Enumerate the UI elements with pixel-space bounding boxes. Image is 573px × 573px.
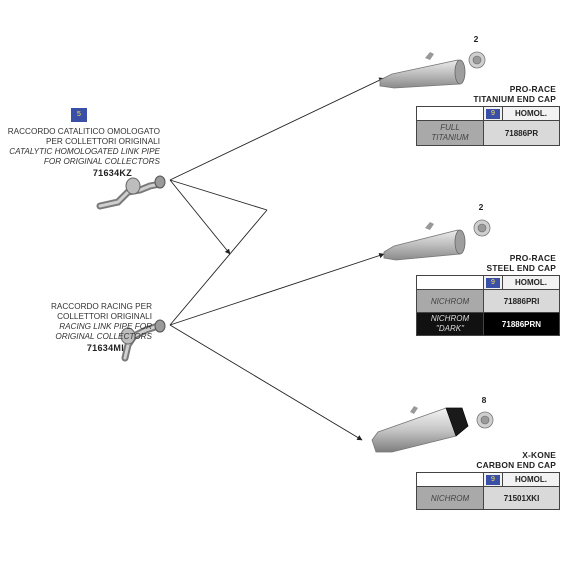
line-mi-to-junction xyxy=(169,209,268,326)
silencer-2-title: PRO-RACE STEEL END CAP xyxy=(380,253,556,273)
code-cell: 71501XKI xyxy=(483,486,560,510)
homologation-badge: 5 xyxy=(71,107,87,122)
silencer-3-title-2: CARBON END CAP xyxy=(476,460,556,470)
silencer-1-title-1: PRO-RACE xyxy=(509,84,556,94)
end-cap-x-kone-image xyxy=(476,411,494,429)
material-cell: NICHROM xyxy=(416,486,484,510)
material-cell: FULL TITANIUM xyxy=(416,120,484,146)
qty-x-kone: 8 xyxy=(481,395,487,405)
line-kz-to-junction-2 xyxy=(169,179,231,255)
mi-code: 71634MI xyxy=(86,343,124,353)
silencer-pro-race-titanium-image xyxy=(379,52,466,89)
link-pipe-kz-block: 5 RACCORDO CATALITICO OMOLOGATO PER COLL… xyxy=(0,106,160,178)
silencer-3-table: 9 HOMOL. NICHROM 71501XKI xyxy=(416,472,560,510)
homol-header: HOMOL. xyxy=(502,275,560,290)
mi-label-4: ORIGINAL COLLECTORS xyxy=(55,332,152,341)
silencer-2-table: 9 HOMOL. NICHROM 71886PRI NICHROM "DARK"… xyxy=(416,275,560,336)
code-cell: 71886PRI xyxy=(483,289,560,313)
kz-code: 71634KZ xyxy=(92,168,132,178)
homologation-badge: 9 xyxy=(486,108,500,119)
qty-steel: 2 xyxy=(478,202,484,212)
kz-label-4: FOR ORIGINAL COLLECTORS xyxy=(43,157,160,166)
kz-label-1: RACCORDO CATALITICO OMOLOGATO xyxy=(7,127,160,136)
end-cap-titanium-image xyxy=(468,51,486,69)
code-cell-dark: 71886PRN xyxy=(483,312,560,336)
mi-label-3: RACING LINK PIPE FOR xyxy=(59,322,152,331)
line-kz-to-junction xyxy=(169,179,268,211)
silencer-2-title-2: STEEL END CAP xyxy=(486,263,556,273)
silencer-pro-race-steel-image xyxy=(383,222,466,261)
line-kz-to-pro-race-titanium xyxy=(169,77,385,181)
link-pipe-kz-image xyxy=(96,175,166,210)
silencer-x-kone-image xyxy=(371,406,469,453)
line-mi-to-pro-race-steel xyxy=(169,252,385,326)
mi-label-1: RACCORDO RACING PER xyxy=(51,302,152,311)
silencer-1-table: 9 HOMOL. FULL TITANIUM 71886PR xyxy=(416,106,560,146)
qty-titanium: 2 xyxy=(473,34,479,44)
homologation-badge: 9 xyxy=(486,277,500,288)
silencer-1-title-2: TITANIUM END CAP xyxy=(473,94,556,104)
silencer-3-title: X-KONE CARBON END CAP xyxy=(380,450,556,470)
line-mi-to-xkone xyxy=(169,324,363,441)
homol-header: HOMOL. xyxy=(502,106,560,121)
silencer-1-title: PRO-RACE TITANIUM END CAP xyxy=(380,84,556,104)
homol-header: HOMOL. xyxy=(502,472,560,487)
material-cell-dark: NICHROM "DARK" xyxy=(416,312,484,336)
kz-label-3: CATALYTIC HOMOLOGATED LINK PIPE xyxy=(9,147,160,156)
silencer-2-title-1: PRO-RACE xyxy=(509,253,556,263)
end-cap-steel-image xyxy=(473,219,491,237)
silencer-3-title-1: X-KONE xyxy=(522,450,556,460)
material-cell: NICHROM xyxy=(416,289,484,313)
link-pipe-mi-image xyxy=(120,319,166,362)
kz-label-2: PER COLLETTORI ORIGINALI xyxy=(45,137,160,146)
homologation-badge: 9 xyxy=(486,474,500,485)
code-cell: 71886PR xyxy=(483,120,560,146)
link-pipe-mi-block: RACCORDO RACING PER COLLETTORI ORIGINALI… xyxy=(0,302,152,353)
mi-label-2: COLLETTORI ORIGINALI xyxy=(57,312,152,321)
